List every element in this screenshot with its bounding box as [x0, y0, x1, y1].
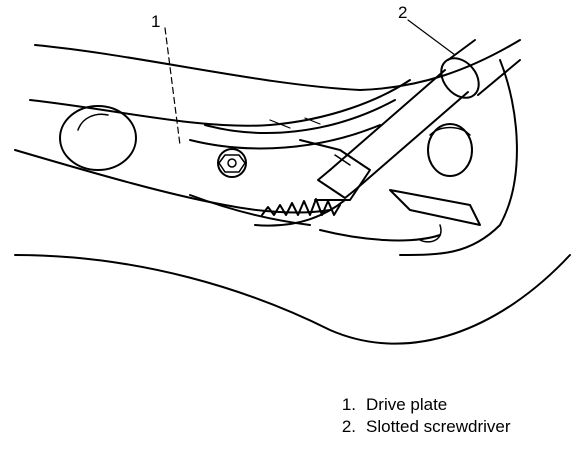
boss-right: [427, 123, 473, 177]
screwdriver-handle-lower: [477, 59, 521, 96]
ring-gear-teeth: [261, 198, 341, 216]
legend: 1. Drive plate 2. Slotted screwdriver: [338, 394, 511, 438]
callout-slotted-screwdriver: 2: [398, 3, 408, 22]
housing-lower-outline: [14, 254, 571, 345]
screwdriver-shaft-upper: [329, 69, 446, 171]
callout-drive-plate: 1: [151, 12, 161, 31]
drive-plate-mid-arc: [189, 124, 381, 150]
drive-plate-upper-edge: [29, 79, 411, 127]
leader-line-2: [407, 19, 456, 56]
drive-plate-lower-edge: [14, 149, 331, 214]
legend-item-slotted-screwdriver: 2. Slotted screwdriver: [338, 416, 511, 438]
screwdriver-tip: [317, 169, 356, 199]
screwdriver-handle-end: [440, 57, 480, 99]
legend-item-drive-plate: 1. Drive plate: [338, 394, 511, 416]
housing-upper-outline: [34, 39, 521, 91]
screwdriver-handle-upper: [447, 39, 476, 61]
drive-plate-inner-arc: [204, 99, 396, 134]
legend-label: Drive plate: [366, 395, 448, 414]
legend-label: Slotted screwdriver: [366, 417, 511, 436]
drive-plate-hole-left: [59, 105, 137, 171]
housing-right-edge: [399, 59, 518, 256]
legend-number: 1.: [341, 395, 356, 414]
bolt-head: [217, 148, 247, 178]
leader-line-1: [164, 27, 181, 146]
legend-number: 2.: [341, 417, 356, 436]
screwdriver-shaft-lower: [354, 91, 469, 191]
